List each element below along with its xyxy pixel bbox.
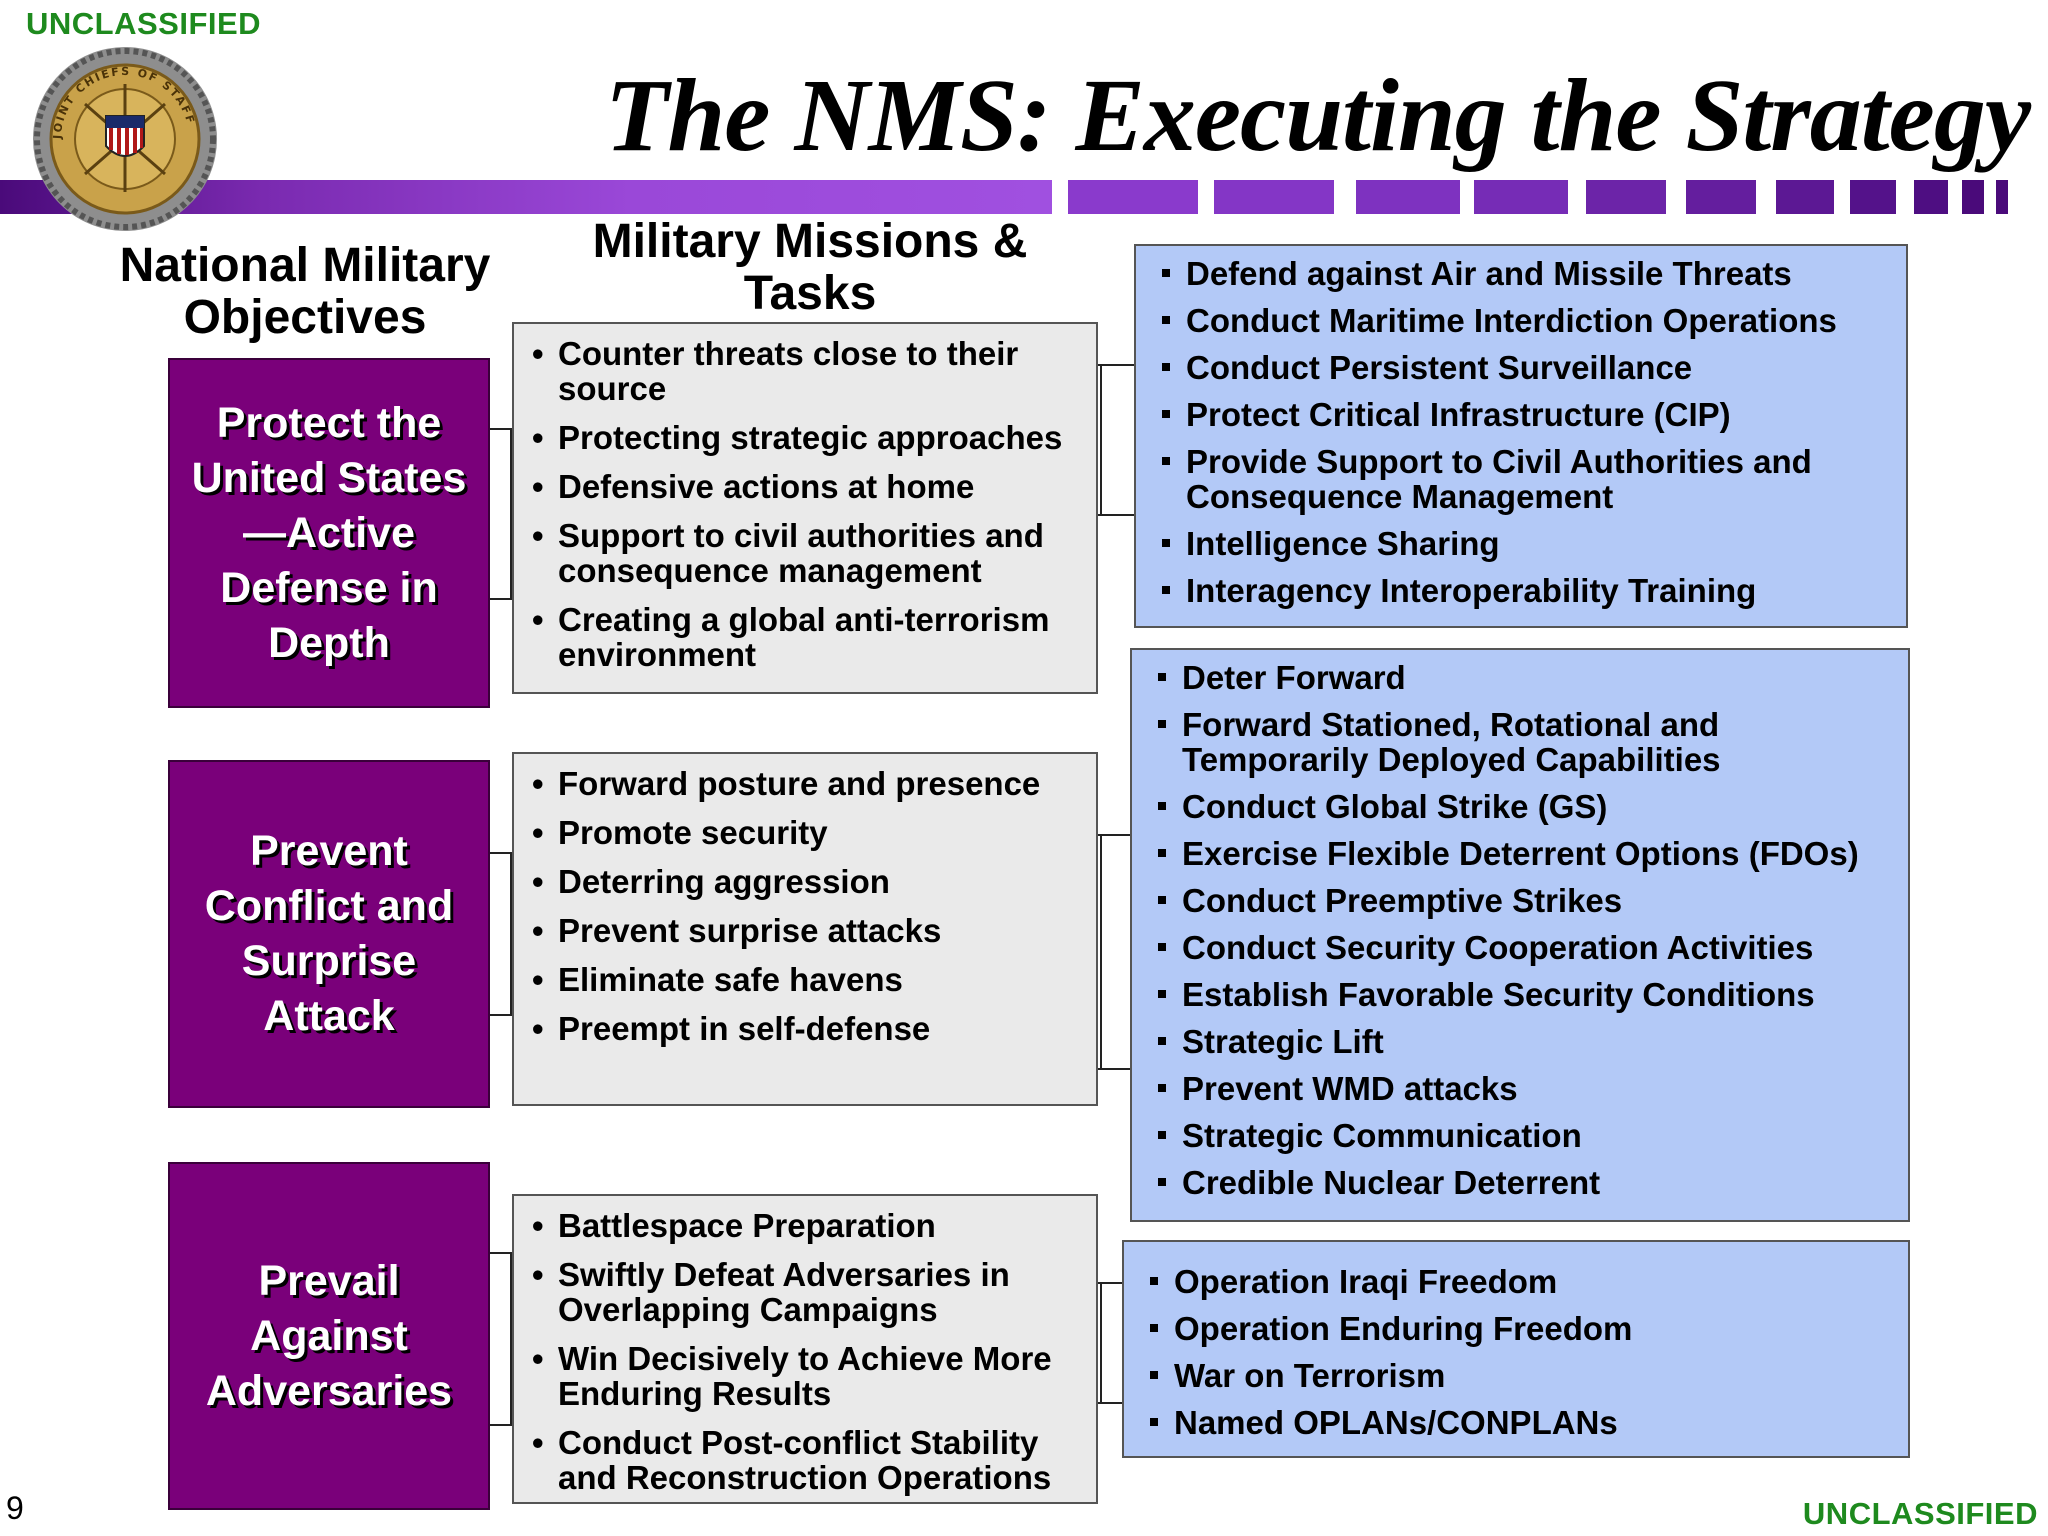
- mission-item: Support to civil authorities and consequ…: [528, 518, 1086, 588]
- task-box: Operation Iraqi Freedom Operation Enduri…: [1122, 1240, 1910, 1458]
- mission-box: Counter threats close to their source Pr…: [512, 322, 1098, 694]
- mission-item: Defensive actions at home: [528, 469, 1086, 504]
- objective-box: Prevail Against Adversaries: [168, 1162, 490, 1510]
- mission-item: Prevent surprise attacks: [528, 913, 1086, 948]
- objective-box: Prevent Conflict and Surprise Attack: [168, 760, 490, 1108]
- task-item: War on Terrorism: [1150, 1358, 1898, 1393]
- task-item: Provide Support to Civil Authorities and…: [1162, 444, 1896, 514]
- objective-label: Protect the United States—Active Defense…: [191, 398, 467, 667]
- task-list: Operation Iraqi Freedom Operation Enduri…: [1150, 1264, 1898, 1440]
- mission-list: Counter threats close to their source Pr…: [528, 336, 1086, 672]
- task-box: Deter Forward Forward Stationed, Rotatio…: [1130, 648, 1910, 1222]
- mission-item: Counter threats close to their source: [528, 336, 1086, 406]
- task-item: Conduct Global Strike (GS): [1158, 789, 1898, 824]
- mission-box: Forward posture and presence Promote sec…: [512, 752, 1098, 1106]
- mission-list: Forward posture and presence Promote sec…: [528, 766, 1086, 1046]
- task-item: Conduct Persistent Surveillance: [1162, 350, 1896, 385]
- classification-marking-top: UNCLASSIFIED: [26, 6, 262, 41]
- objective-box: Protect the United States—Active Defense…: [168, 358, 490, 708]
- task-box: Defend against Air and Missile Threats C…: [1134, 244, 1908, 628]
- mission-item: Forward posture and presence: [528, 766, 1086, 801]
- joint-chiefs-seal-icon: JOINT CHIEFS OF STAFF: [30, 44, 220, 234]
- task-item: Operation Iraqi Freedom: [1150, 1264, 1898, 1299]
- mission-item: Swiftly Defeat Adversaries in Overlappin…: [528, 1257, 1086, 1327]
- task-item: Named OPLANs/CONPLANs: [1150, 1405, 1898, 1440]
- task-item: Defend against Air and Missile Threats: [1162, 256, 1896, 291]
- task-item: Establish Favorable Security Conditions: [1158, 977, 1898, 1012]
- missions-header: Military Missions & Tasks: [592, 215, 1028, 320]
- mission-list: Battlespace Preparation Swiftly Defeat A…: [528, 1208, 1086, 1495]
- mission-item: Eliminate safe havens: [528, 962, 1086, 997]
- task-item: Intelligence Sharing: [1162, 526, 1896, 561]
- mission-item: Battlespace Preparation: [528, 1208, 1086, 1243]
- title-band: [0, 180, 2048, 214]
- objectives-header: National Military Objectives: [119, 239, 491, 344]
- task-item: Conduct Security Cooperation Activities: [1158, 930, 1898, 965]
- task-item: Exercise Flexible Deterrent Options (FDO…: [1158, 836, 1898, 871]
- task-item: Operation Enduring Freedom: [1150, 1311, 1898, 1346]
- task-item: Credible Nuclear Deterrent: [1158, 1165, 1898, 1200]
- task-item: Forward Stationed, Rotational and Tempor…: [1158, 707, 1898, 777]
- mission-item: Win Decisively to Achieve More Enduring …: [528, 1341, 1086, 1411]
- classification-marking-bottom: UNCLASSIFIED: [1802, 1496, 2038, 1531]
- objective-label: Prevail Against Adversaries: [205, 1256, 453, 1415]
- mission-item: Conduct Post-conflict Stability and Reco…: [528, 1425, 1086, 1495]
- mission-box: Battlespace Preparation Swiftly Defeat A…: [512, 1194, 1098, 1504]
- task-item: Interagency Interoperability Training: [1162, 573, 1896, 608]
- slide-title: The NMS: Executing the Strategy: [604, 58, 2031, 173]
- page-number: 9: [6, 1490, 24, 1526]
- task-item: Strategic Lift: [1158, 1024, 1898, 1059]
- mission-item: Deterring aggression: [528, 864, 1086, 899]
- task-list: Defend against Air and Missile Threats C…: [1162, 256, 1896, 608]
- task-item: Conduct Maritime Interdiction Operations: [1162, 303, 1896, 338]
- mission-item: Promote security: [528, 815, 1086, 850]
- task-item: Deter Forward: [1158, 660, 1898, 695]
- task-item: Strategic Communication: [1158, 1118, 1898, 1153]
- mission-item: Creating a global anti-terrorism environ…: [528, 602, 1086, 672]
- mission-item: Preempt in self-defense: [528, 1011, 1086, 1046]
- task-item: Prevent WMD attacks: [1158, 1071, 1898, 1106]
- task-list: Deter Forward Forward Stationed, Rotatio…: [1158, 660, 1898, 1200]
- task-item: Protect Critical Infrastructure (CIP): [1162, 397, 1896, 432]
- mission-item: Protecting strategic approaches: [528, 420, 1086, 455]
- task-item: Conduct Preemptive Strikes: [1158, 883, 1898, 918]
- objective-label: Prevent Conflict and Surprise Attack: [204, 827, 454, 1040]
